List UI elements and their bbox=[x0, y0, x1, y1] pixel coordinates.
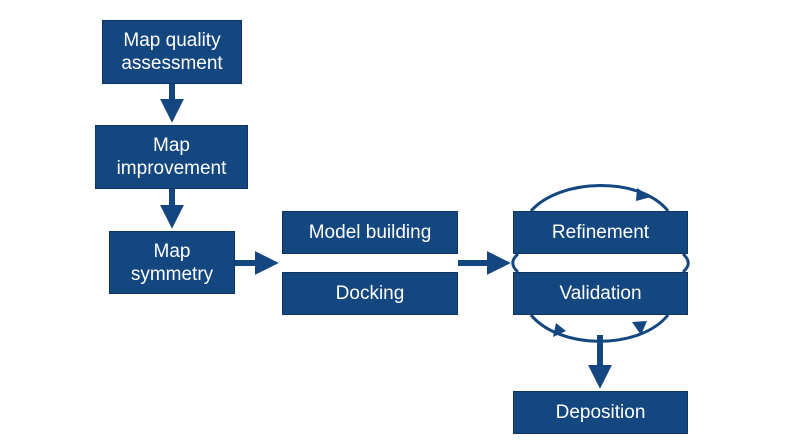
node-model-building: Model building bbox=[282, 211, 458, 254]
node-validation: Validation bbox=[513, 272, 688, 315]
node-refinement: Refinement bbox=[513, 211, 688, 254]
node-deposition: Deposition bbox=[513, 391, 688, 434]
node-map-symmetry: Map symmetry bbox=[109, 231, 235, 294]
node-map-improvement: Map improvement bbox=[95, 125, 248, 189]
cycle-ring-top bbox=[529, 184, 670, 212]
cycle-arrowhead-right bbox=[632, 321, 647, 335]
cycle-arrowhead-top bbox=[636, 188, 651, 201]
cycle-ring-left bbox=[511, 252, 520, 274]
cycle-arrowhead-bottom bbox=[553, 323, 566, 337]
node-docking: Docking bbox=[282, 272, 458, 315]
cycle-ring-right bbox=[681, 252, 690, 274]
node-map-quality-assessment: Map quality assessment bbox=[102, 20, 242, 84]
